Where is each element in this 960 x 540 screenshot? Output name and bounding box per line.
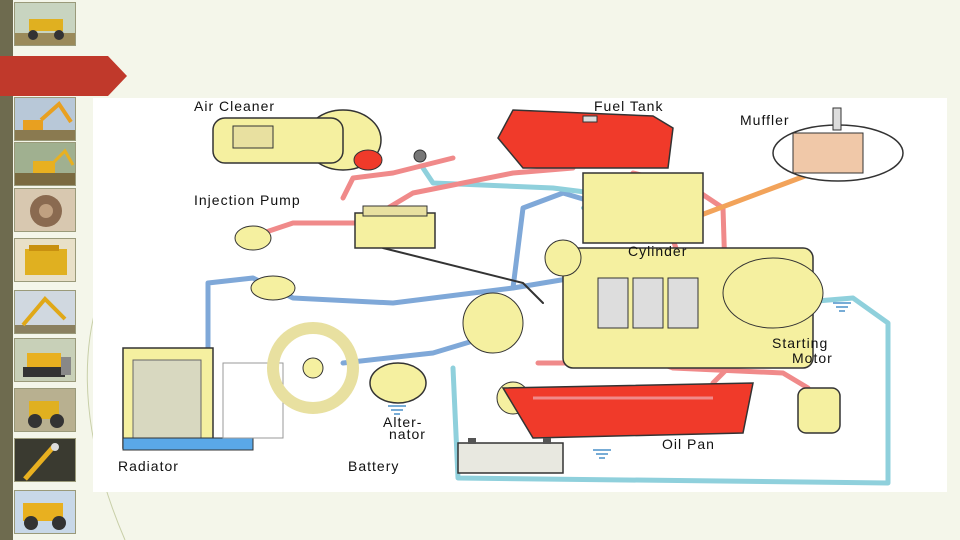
radiator	[122, 347, 284, 451]
battery	[457, 438, 564, 474]
drill-thumb	[14, 438, 76, 482]
diagram-artwork	[122, 107, 904, 486]
excavator-arm-thumb	[14, 290, 76, 334]
decorative-curve	[86, 300, 126, 540]
engine-block	[462, 172, 824, 415]
engine-systems-diagram: Air Cleaner Fuel Tank Muffler Injection …	[93, 98, 947, 492]
left-decor-strip	[0, 0, 13, 540]
fan-alternator	[250, 275, 427, 414]
label-muffler: Muffler	[740, 112, 790, 128]
starting-motor	[797, 387, 841, 434]
label-cylinder: Cylinder	[628, 243, 688, 259]
engine-thumb	[14, 238, 76, 282]
label-alternator-line1: Alter-	[383, 414, 423, 430]
thumbnail-column	[14, 0, 78, 540]
label-fuel-tank: Fuel Tank	[594, 98, 664, 114]
ground-symbols	[388, 302, 851, 459]
label-alternator-line2: nator	[389, 426, 426, 442]
wheel-loader-thumb	[14, 388, 76, 432]
injection-pump	[234, 205, 436, 251]
label-injection-pump: Injection Pump	[194, 192, 301, 208]
label-starting-motor-line2: Motor	[792, 350, 833, 366]
dump-truck-thumb	[14, 490, 76, 534]
dozer-thumb	[14, 338, 76, 382]
label-oil-pan: Oil Pan	[662, 436, 715, 452]
muffler	[772, 107, 904, 182]
fuel-tank	[497, 109, 674, 169]
grader-thumb	[14, 2, 76, 46]
gear-thumb	[14, 188, 76, 232]
label-air-cleaner: Air Cleaner	[194, 98, 276, 114]
backhoe-thumb	[14, 142, 76, 186]
label-starting-motor-line1: Starting	[772, 335, 829, 351]
label-radiator: Radiator	[118, 458, 179, 474]
title-accent-tab	[0, 56, 127, 96]
oil-pan	[501, 382, 754, 439]
air-cleaner	[212, 109, 427, 171]
label-battery: Battery	[348, 458, 400, 474]
excavator-thumb	[14, 97, 76, 141]
